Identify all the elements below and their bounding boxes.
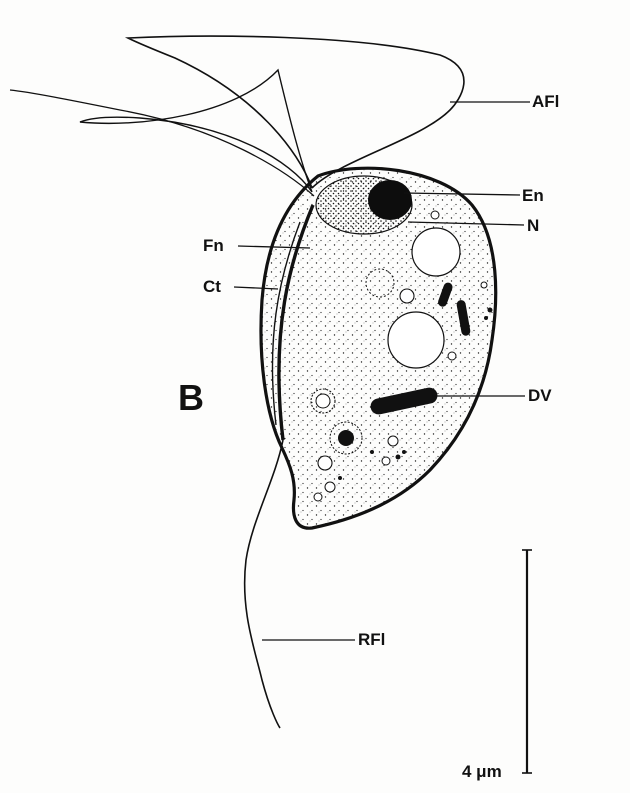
- cytostome-outer: [277, 204, 315, 441]
- vacuole: [310, 388, 336, 414]
- granule: [370, 450, 374, 454]
- rod-inclusion: [438, 282, 453, 307]
- label-en: En: [522, 186, 544, 205]
- vacuole: [329, 421, 363, 455]
- label-dv: DV: [528, 386, 552, 405]
- granule: [338, 476, 342, 480]
- vacuole: [480, 281, 488, 289]
- leader-en: [403, 192, 521, 196]
- cytostome-inner: [271, 221, 301, 426]
- vacuole: [430, 210, 440, 220]
- label-afl: AFl: [532, 92, 560, 111]
- leader-n: [407, 221, 525, 226]
- vacuole: [387, 435, 399, 447]
- vacuole: [381, 456, 391, 466]
- anterior-flagellum: [124, 35, 465, 189]
- label-ct: Ct: [203, 277, 221, 296]
- vacuole: [324, 481, 336, 493]
- vacuole: [315, 393, 331, 409]
- label-rfl: RFl: [358, 630, 386, 649]
- vacuole: [447, 351, 457, 361]
- second-flagellum: [79, 68, 313, 193]
- recurrent-flagellum: [243, 439, 284, 729]
- leader-ct: [233, 286, 279, 290]
- vacuole: [317, 455, 333, 471]
- vacuole: [313, 492, 323, 502]
- granule: [395, 454, 401, 460]
- third-flagellum: [9, 89, 315, 197]
- rod-inclusion: [456, 300, 471, 336]
- leader-fn: [237, 245, 311, 249]
- label-n: N: [527, 216, 540, 235]
- granule: [484, 316, 488, 320]
- scale-bar-label: 4 μm: [462, 762, 502, 781]
- vacuole: [411, 227, 461, 277]
- granule: [487, 307, 493, 313]
- digestive-vacuole: [370, 387, 438, 415]
- food-particle: [338, 430, 354, 446]
- endosome: [368, 180, 412, 220]
- vacuole: [365, 268, 395, 298]
- panel-letter: B: [178, 377, 204, 418]
- label-fn: Fn: [203, 236, 224, 255]
- vacuole: [399, 288, 415, 304]
- granule: [402, 450, 406, 454]
- vacuole: [387, 311, 445, 369]
